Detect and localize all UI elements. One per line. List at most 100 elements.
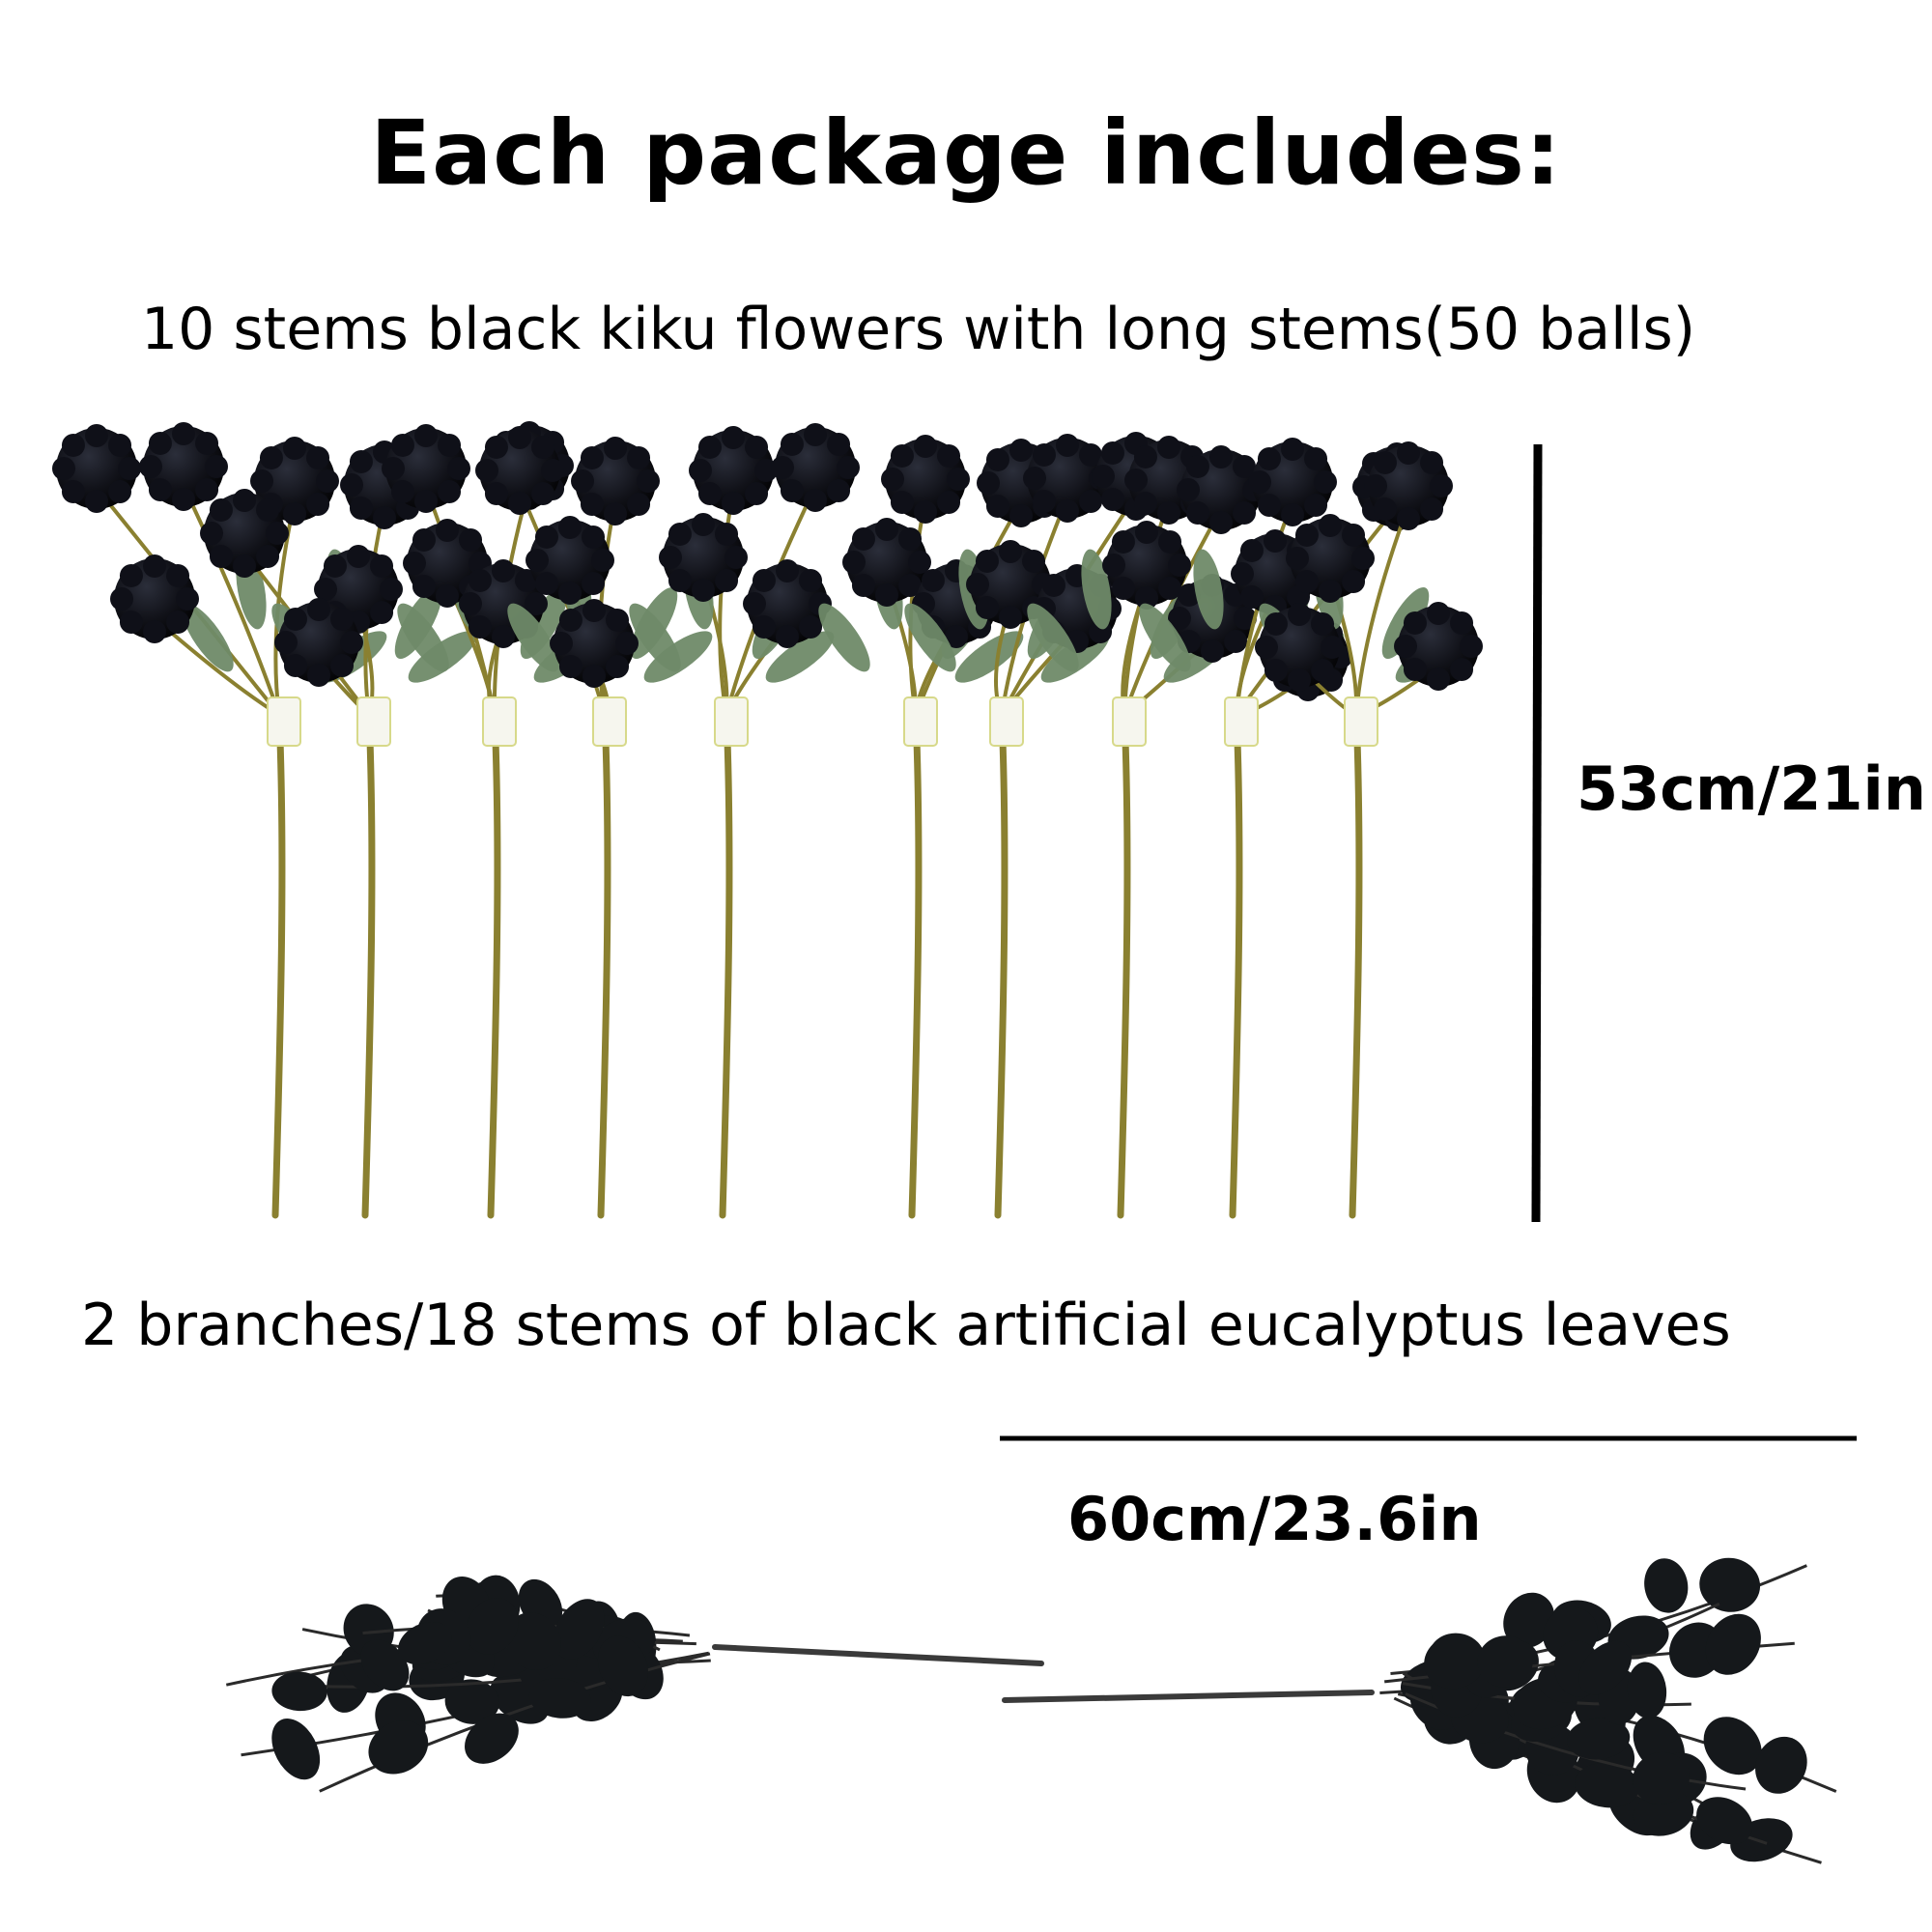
kiku-stem (475, 426, 713, 1219)
petal-tuft (283, 437, 306, 460)
petal-tuft (659, 546, 682, 569)
stem-line (361, 711, 376, 1219)
petal-tuft (1257, 494, 1281, 518)
petal-tuft (1403, 658, 1427, 682)
petal-tuft (61, 480, 85, 504)
petal-tuft (582, 665, 606, 688)
stem-line (1117, 711, 1131, 1219)
stem-tag (989, 696, 1024, 747)
petal-tuft (1158, 529, 1182, 554)
petal-tuft (1420, 497, 1444, 522)
petal-tuft (534, 525, 558, 549)
stem-line (908, 711, 923, 1219)
petal-tuft (475, 459, 498, 482)
petal-tuft (508, 426, 531, 449)
petal-tuft (1100, 488, 1124, 512)
petal-tuft (1135, 586, 1158, 610)
petal-tuft (1185, 454, 1209, 478)
petal-tuft (412, 575, 436, 599)
petal-tuft (148, 431, 172, 455)
petal-tuft (340, 473, 363, 497)
petal-tuft (804, 423, 827, 446)
petal-tuft (1342, 570, 1366, 594)
petal-tuft (582, 572, 606, 596)
petal-tuft (316, 469, 339, 493)
petal-tuft (827, 479, 851, 503)
petal-tuft (875, 583, 898, 607)
petal-tuft (881, 468, 904, 491)
petal-tuft (1319, 514, 1342, 537)
stem-tag (1112, 696, 1147, 747)
petal-tuft (722, 492, 745, 515)
petal-tuft (1234, 607, 1257, 630)
petal-tuft (1032, 490, 1056, 514)
petal-tuft (1111, 529, 1135, 554)
petal-tuft (531, 435, 555, 459)
petal-tuft (283, 502, 306, 526)
petal-tuft (143, 620, 166, 643)
petal-tuft (668, 522, 692, 546)
petal-tuft (85, 490, 108, 513)
petal-tuft (780, 479, 804, 503)
petal-tuft (842, 551, 866, 574)
eucalyptus-leaf (398, 1621, 452, 1665)
petal-tuft (1427, 668, 1450, 691)
petal-tuft (827, 432, 851, 456)
petal-tuft (1264, 611, 1288, 636)
kiku-stem (382, 421, 603, 1219)
petal-tuft (52, 457, 75, 480)
petal-tuft (172, 422, 195, 445)
petal-tuft (447, 457, 470, 480)
eucalyptus-leaf (466, 1598, 519, 1655)
eucalyptus-branch-right (1002, 1557, 1837, 1864)
petal-tuft (837, 456, 860, 479)
petal-tuft (799, 568, 823, 592)
petal-tuft (780, 432, 804, 456)
eucalyptus-stem (712, 1644, 1044, 1666)
petal-tuft (373, 506, 396, 529)
height-label: 53cm/21in (1577, 753, 1926, 824)
petal-tuft (525, 592, 548, 615)
petal-tuft (752, 615, 776, 639)
kiku-flower-stems (52, 421, 1483, 1219)
petal-tuft (1351, 547, 1375, 570)
flowers-caption: 10 stems black kiku flowers with long st… (141, 296, 1696, 363)
stem-line (487, 711, 501, 1219)
petal-tuft (1450, 611, 1474, 635)
eucalyptus-leaf (1477, 1635, 1533, 1688)
petal-tuft (558, 655, 582, 679)
eucalyptus-leaf (1575, 1762, 1640, 1808)
petal-tuft (459, 592, 482, 615)
petal-tuft (250, 469, 273, 493)
petal-tuft (1177, 478, 1200, 501)
page-title: Each package includes: (370, 101, 1562, 205)
petal-tuft (851, 526, 875, 551)
petal-tuft (436, 584, 459, 608)
petal-tuft (306, 493, 330, 517)
eucalyptus-leaf (271, 1671, 327, 1712)
petal-tuft (1239, 538, 1264, 562)
petal-tuft (459, 527, 483, 552)
eucalyptus-leaf (360, 1639, 410, 1691)
petal-tuft (1092, 465, 1115, 488)
petal-tuft (637, 469, 660, 493)
petal-tuft (1100, 440, 1124, 465)
petal-tuft (1201, 639, 1224, 663)
petal-tuft (1009, 504, 1033, 527)
petal-tuft (209, 497, 233, 522)
kiku-stem (1027, 436, 1265, 1219)
petal-tuft (484, 435, 508, 459)
petal-tuft (1342, 523, 1366, 547)
petal-tuft (148, 478, 172, 502)
petal-tuft (1288, 668, 1311, 692)
kiku-leaf (765, 631, 835, 683)
kiku-leaf (954, 631, 1024, 683)
eucalyptus-leaf (1567, 1718, 1631, 1760)
petal-tuft (370, 554, 394, 578)
petal-tuft (233, 489, 256, 512)
petal-tuft (697, 435, 722, 459)
petal-tuft (307, 598, 330, 621)
petal-tuft (627, 445, 651, 469)
petal-tuft (724, 546, 748, 569)
